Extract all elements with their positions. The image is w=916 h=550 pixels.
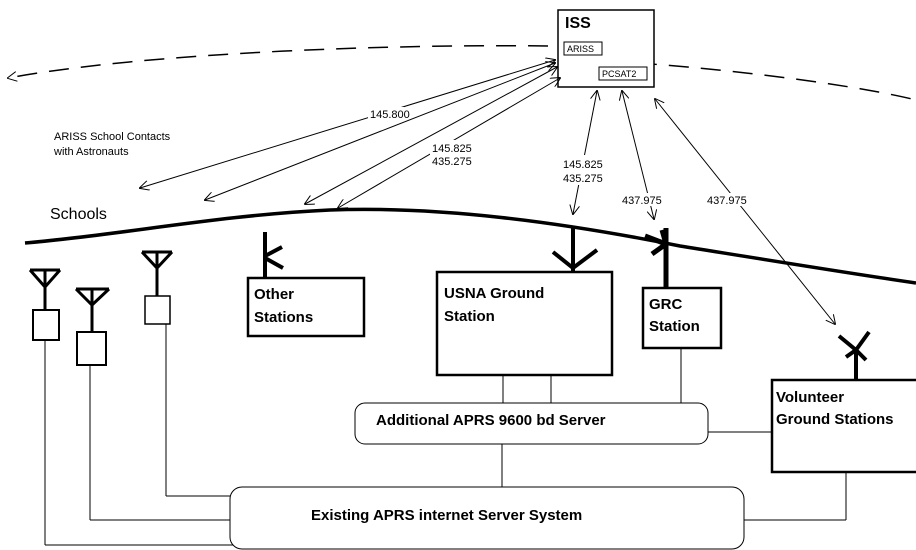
grc-station-box xyxy=(641,286,723,350)
other-stations-label-line2: Stations xyxy=(254,309,313,326)
additional-server-label: Additional APRS 9600 bd Server xyxy=(376,412,606,429)
school-station-1 xyxy=(28,268,62,545)
additional-server-box xyxy=(354,402,709,445)
volunteer-antenna xyxy=(837,330,871,380)
usna-station-label-line2: Station xyxy=(444,308,495,325)
arrow-school-1 xyxy=(140,60,555,188)
volunteer-station-box xyxy=(770,378,916,474)
usna-antenna xyxy=(551,228,599,272)
other-stations-antenna xyxy=(263,232,284,278)
usna-station-box xyxy=(435,270,614,377)
school-station-3 xyxy=(140,250,174,496)
pcsat2-payload-box xyxy=(598,66,648,81)
school-station-2 xyxy=(74,287,111,520)
arrow-school-3 xyxy=(305,67,557,204)
other-stations-label-line1: Other xyxy=(254,286,294,303)
ariss-payload-box xyxy=(563,41,603,56)
freq-label-schools-up: 145.825 xyxy=(432,143,472,155)
pcsat2-payload-label: PCSAT2 xyxy=(602,69,636,79)
freq-label-usna-up: 145.825 xyxy=(563,159,603,171)
school-contacts-label-line1: ARISS School Contacts xyxy=(54,131,171,143)
arrow-usna xyxy=(573,91,597,214)
orbit-arc-right xyxy=(637,63,916,101)
iss-title: ISS xyxy=(565,15,591,32)
freq-label-145800: 145.800 xyxy=(370,109,410,121)
arrow-school-2 xyxy=(205,63,555,200)
freq-label-usna-down: 435.275 xyxy=(563,173,603,185)
freq-label-grc: 437.975 xyxy=(622,195,662,207)
existing-server-box xyxy=(229,486,745,550)
arrow-volunteer xyxy=(655,99,835,324)
grc-station-label-line2: Station xyxy=(649,318,700,335)
orbit-arc-left xyxy=(8,44,549,78)
volunteer-station-label-line1: Volunteer xyxy=(776,389,844,406)
freq-label-schools-down: 435.275 xyxy=(432,156,472,168)
earth-horizon xyxy=(24,207,916,285)
schools-label: Schools xyxy=(50,206,107,223)
ariss-payload-label: ARISS xyxy=(567,44,594,54)
freq-label-volunteer: 437.975 xyxy=(707,195,747,207)
grc-antenna xyxy=(644,228,669,288)
existing-server-label: Existing APRS internet Server System xyxy=(311,507,582,524)
volunteer-station-label-line2: Ground Stations xyxy=(776,411,894,428)
other-stations-box xyxy=(246,276,366,338)
school-contacts-label-line2: with Astronauts xyxy=(53,146,129,158)
grc-station-label-line1: GRC xyxy=(649,296,683,313)
usna-station-label-line1: USNA Ground xyxy=(444,285,544,302)
